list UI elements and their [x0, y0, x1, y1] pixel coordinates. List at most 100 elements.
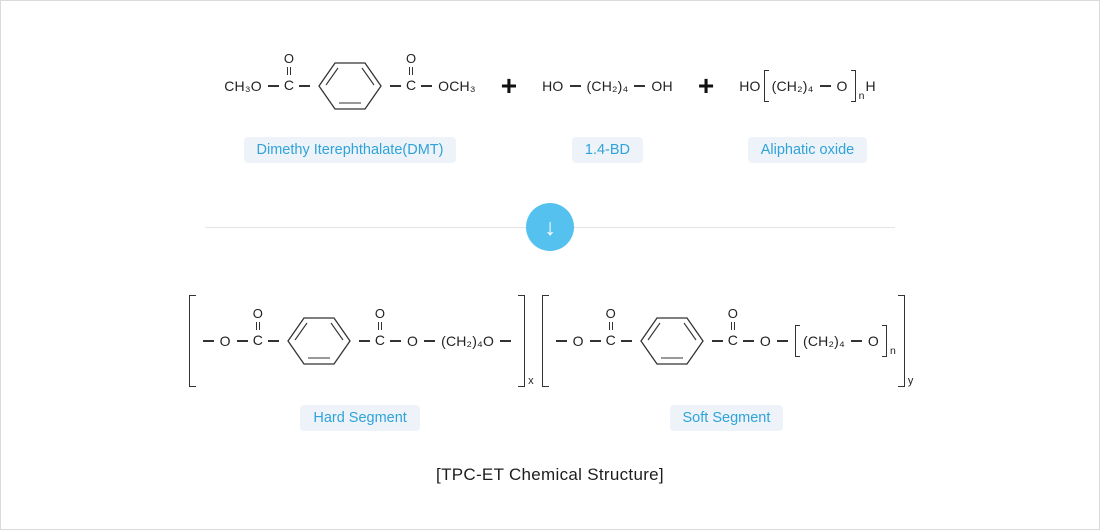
double-bond-icon — [286, 67, 291, 75]
butylene-unit: (CH₂)₄ — [803, 333, 845, 349]
carbonyl-group: O C — [728, 307, 738, 347]
down-arrow-glyph: ↓ — [544, 213, 556, 240]
bond — [202, 340, 214, 342]
soft-segment-block: O O C O — [540, 291, 914, 431]
bond — [424, 340, 436, 342]
bond — [421, 85, 433, 87]
hydroxyl-group: HO — [542, 78, 564, 94]
carbonyl-carbon: C — [374, 332, 385, 348]
hydroxyl-group: HO — [739, 78, 761, 94]
bond — [555, 340, 567, 342]
right-bracket — [518, 295, 526, 387]
bond — [236, 340, 248, 342]
bd-label: 1.4-BD — [571, 137, 644, 163]
bd-block: HO (CH₂)₄ OH 1.4-BD — [541, 49, 674, 163]
oxygen-atom: O — [759, 333, 771, 349]
hydrogen-atom: H — [865, 78, 876, 94]
bond — [620, 340, 632, 342]
dmt-block: CH₃O O C O — [223, 49, 477, 163]
butylene-unit: (CH₂)₄ — [586, 78, 629, 94]
dmt-structure: CH₃O O C O — [223, 52, 477, 112]
carbonyl-group: O C — [284, 52, 294, 92]
bond — [569, 85, 581, 87]
hard-segment-label: Hard Segment — [300, 405, 420, 431]
subscript-n: n — [858, 90, 865, 102]
left-bracket — [763, 70, 769, 102]
plus-sign: + — [500, 70, 518, 101]
left-bracket — [541, 295, 549, 387]
carbonyl-carbon: C — [605, 332, 616, 348]
hard-segment-formula-box: O O C O — [187, 291, 534, 391]
carbonyl-group: O C — [375, 307, 385, 347]
subscript-y: y — [907, 375, 914, 387]
bond — [299, 85, 310, 87]
bond — [267, 85, 279, 87]
reactants-row: CH₃O O C O — [1, 49, 1099, 163]
dmt-formula-box: CH₃O O C O — [223, 49, 477, 123]
double-bond-icon — [377, 322, 382, 330]
bd-structure: HO (CH₂)₄ OH — [541, 78, 674, 94]
aliphatic-oxide-structure: HO (CH₂)₄ O n H — [738, 70, 877, 102]
methoxy-group: OCH₃ — [438, 78, 476, 94]
dmt-label: Dimethy Iterephthalate(DMT) — [243, 137, 457, 163]
plus-sign: + — [697, 70, 715, 101]
carbonyl-oxygen: O — [374, 306, 385, 321]
double-bond-icon — [409, 67, 414, 75]
aliphatic-oxide-label: Aliphatic oxide — [747, 137, 868, 163]
double-bond-icon — [255, 322, 260, 330]
oxide-block: HO (CH₂)₄ O n H Aliphatic oxide — [738, 49, 877, 163]
carbonyl-group: O C — [406, 52, 416, 92]
bd-formula-box: HO (CH₂)₄ OH — [541, 49, 674, 123]
bond — [850, 340, 862, 342]
double-bond-icon — [608, 322, 613, 330]
oxygen-atom: O — [836, 78, 848, 94]
bond — [389, 340, 401, 342]
oxygen-atom: O — [219, 333, 231, 349]
oxide-formula-box: HO (CH₂)₄ O n H — [738, 49, 877, 123]
bond — [777, 340, 788, 342]
hard-segment-structure: O O C O — [187, 295, 534, 387]
bond — [358, 340, 370, 342]
benzene-ring-icon — [318, 62, 382, 110]
bond — [742, 340, 754, 342]
hydroxyl-group: OH — [651, 78, 673, 94]
carbonyl-oxygen: O — [605, 306, 616, 321]
butylene-chain: (CH₂)₄O — [441, 333, 495, 349]
carbonyl-oxygen: O — [283, 51, 294, 66]
benzene-ring-icon — [287, 317, 351, 365]
hard-segment-block: O O C O — [187, 291, 534, 431]
carbonyl-group: O C — [253, 307, 263, 347]
double-bond-icon — [730, 322, 735, 330]
subscript-x: x — [528, 375, 534, 387]
methoxy-group: CH₃O — [224, 78, 262, 94]
carbonyl-carbon: C — [406, 77, 417, 93]
oxygen-atom: O — [572, 333, 584, 349]
right-bracket — [850, 70, 856, 102]
bond — [711, 340, 723, 342]
benzene-ring-icon — [639, 317, 704, 365]
bond — [500, 340, 512, 342]
carbonyl-carbon: C — [727, 332, 738, 348]
bond — [390, 85, 401, 87]
product-row: O O C O — [1, 291, 1099, 431]
butylene-unit: (CH₂)₄ — [771, 78, 814, 94]
down-arrow-icon: ↓ — [526, 203, 574, 251]
reaction-divider: ↓ — [205, 203, 895, 251]
right-bracket — [897, 295, 905, 387]
carbonyl-carbon: C — [283, 77, 294, 93]
soft-segment-formula-box: O O C O — [540, 291, 914, 391]
right-bracket — [882, 325, 887, 357]
soft-segment-label: Soft Segment — [669, 405, 784, 431]
carbonyl-oxygen: O — [252, 306, 263, 321]
bond — [589, 340, 601, 342]
diagram-caption: [TPC-ET Chemical Structure] — [436, 465, 664, 484]
carbonyl-carbon: C — [252, 332, 263, 348]
bond — [819, 85, 831, 87]
soft-segment-structure: O O C O — [540, 295, 914, 387]
left-bracket — [795, 325, 800, 357]
carbonyl-oxygen: O — [406, 51, 417, 66]
oxygen-atom: O — [406, 333, 419, 349]
subscript-n: n — [890, 345, 896, 357]
left-bracket — [188, 295, 196, 387]
